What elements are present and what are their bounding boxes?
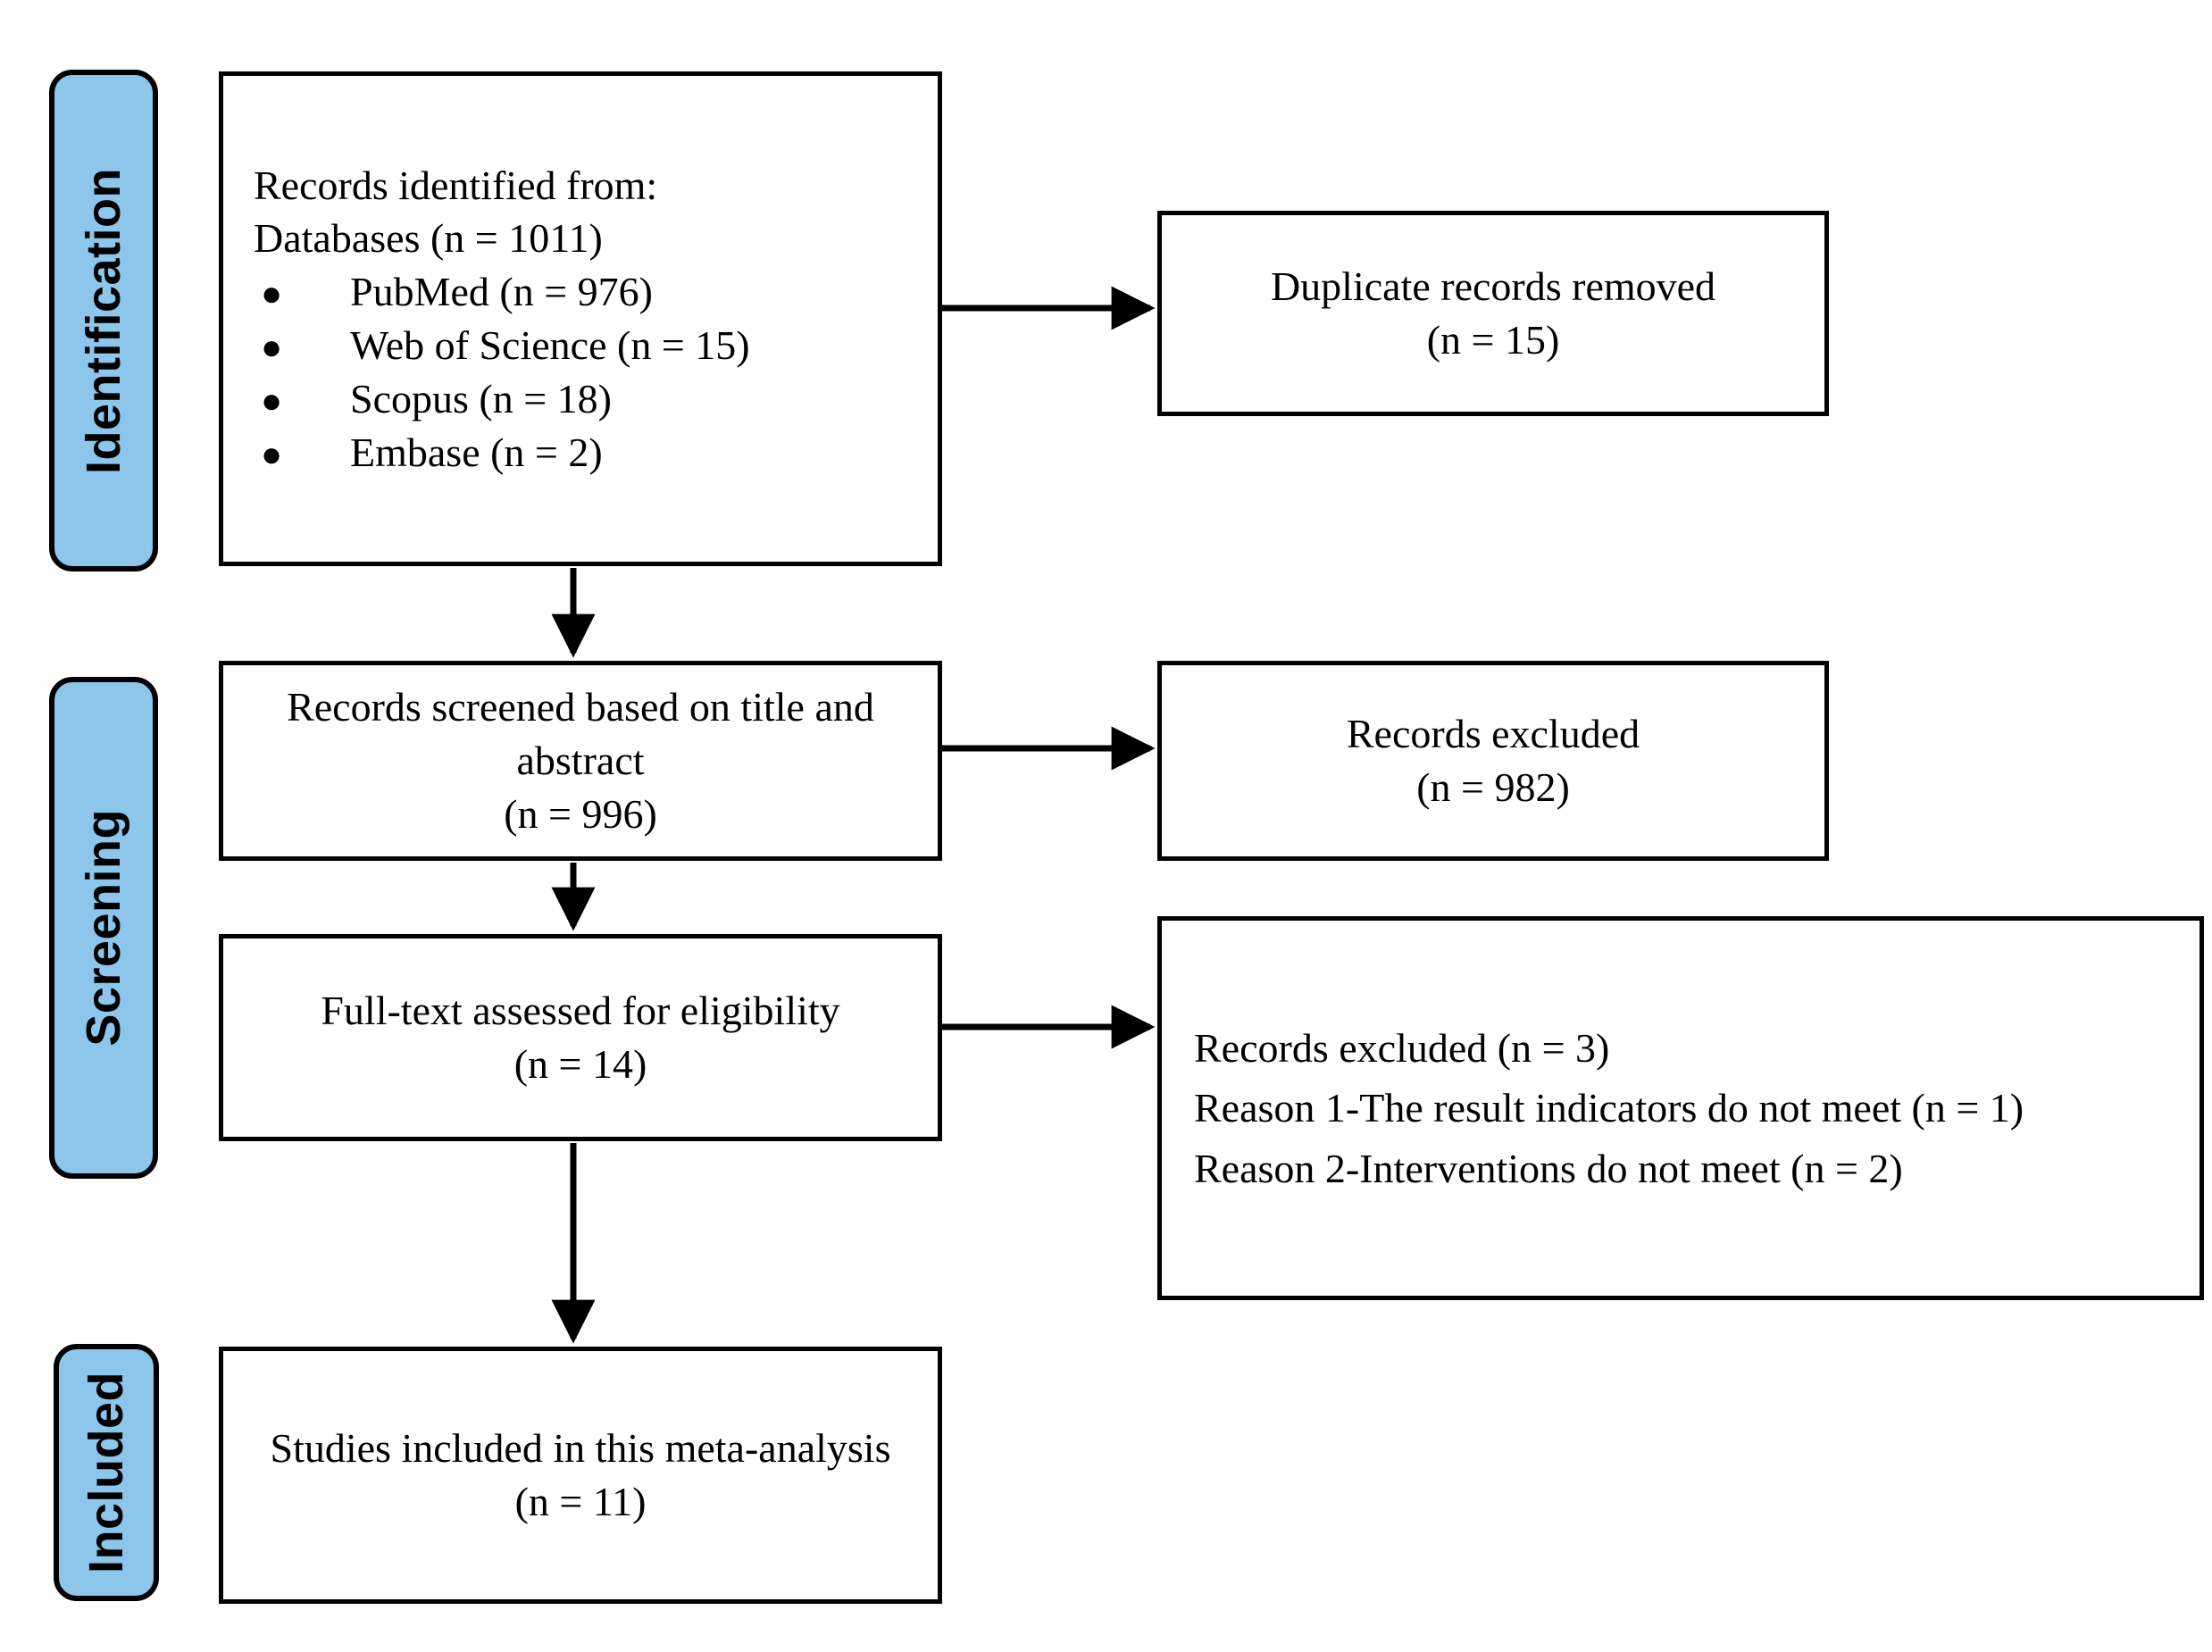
stage-label-included: Included [79,1371,133,1573]
list-item: ● Scopus (n = 18) [254,372,907,426]
stage-tab-screening: Screening [49,677,158,1179]
reasons-line-3: Reason 2-Interventions do not meet (n = … [1194,1145,1903,1191]
bullet-icon: ● [261,433,283,474]
box-duplicate-records-removed: Duplicate records removed (n = 15) [1157,211,1829,416]
fulltext-count: (n = 14) [513,1041,647,1087]
included-count: (n = 11) [514,1479,647,1524]
database-source-label: PubMed (n = 976) [350,269,653,315]
box-fulltext-assessed: Full-text assessed for eligibility (n = … [219,934,942,1141]
bullet-icon: ● [261,273,283,314]
list-item: ● PubMed (n = 976) [254,265,907,319]
stage-label-screening: Screening [77,809,130,1047]
screened-line-1: Records screened based on title and [287,684,874,730]
records-identified-heading: Records identified from: [254,162,658,208]
database-source-label: Web of Science (n = 15) [350,322,750,368]
database-source-label: Embase (n = 2) [350,429,603,475]
list-item: ● Web of Science (n = 15) [254,319,907,372]
reasons-line-2: Reason 1-The result indicators do not me… [1194,1085,2024,1131]
records-identified-databases-total: Databases (n = 1011) [254,215,603,262]
box-records-screened: Records screened based on title and abst… [219,661,942,861]
box-exclusion-reasons: Records excluded (n = 3) Reason 1-The re… [1157,916,2204,1300]
included-line-1: Studies included in this meta-analysis [270,1425,891,1472]
stage-tab-identification: Identification [49,70,158,572]
box-records-excluded: Records excluded (n = 982) [1157,661,1829,861]
box-records-identified: Records identified from: Databases (n = … [219,71,942,566]
fulltext-line-1: Full-text assessed for eligibility [321,988,840,1034]
excluded-line-1: Records excluded [1346,711,1640,757]
bullet-icon: ● [261,327,283,367]
database-source-label: Scopus (n = 18) [350,375,612,421]
excluded-count: (n = 982) [1416,764,1570,810]
list-item: ● Embase (n = 2) [254,426,907,480]
duplicates-line-1: Duplicate records removed [1270,263,1716,310]
box-studies-included: Studies included in this meta-analysis (… [219,1347,942,1604]
screened-count: (n = 996) [504,790,657,837]
stage-tab-included: Included [54,1344,159,1601]
duplicates-count: (n = 15) [1426,317,1560,363]
reasons-line-1: Records excluded (n = 3) [1194,1025,1610,1072]
stage-label-identification: Identification [77,167,130,474]
bullet-icon: ● [261,380,283,421]
database-source-list: ● PubMed (n = 976) ● Web of Science (n =… [254,265,907,479]
screened-line-2: abstract [516,738,645,784]
